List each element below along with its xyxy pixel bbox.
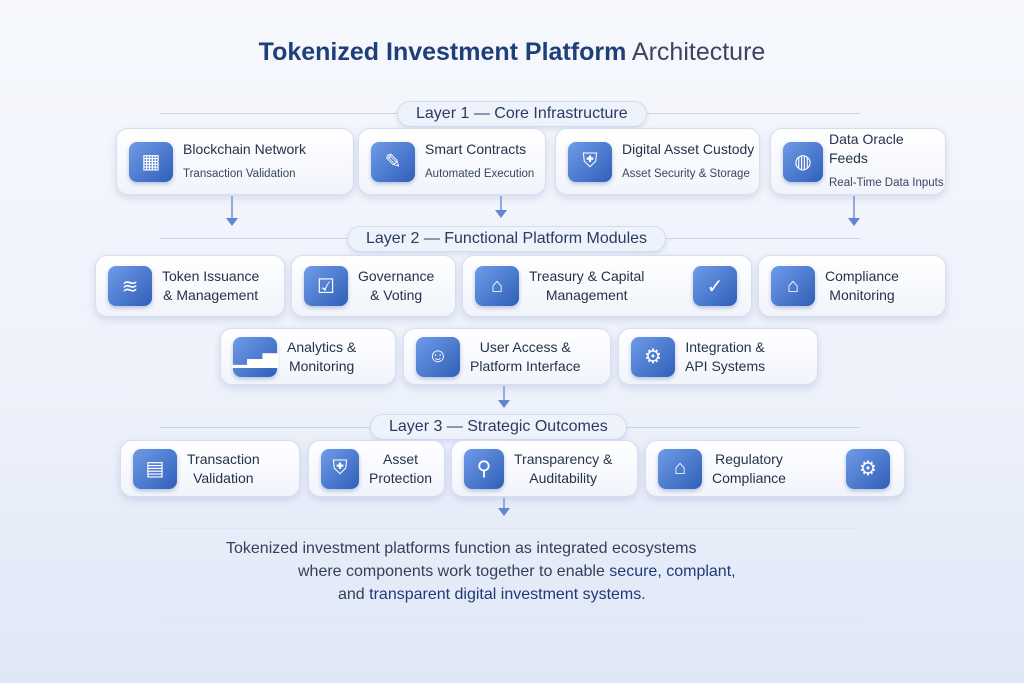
box-title: & Management — [163, 287, 259, 303]
box-title: API Systems — [685, 357, 766, 374]
layer-2-label: Layer 2 — Functional Platform Modules — [347, 226, 667, 252]
box-governance: ☑ Governance & Voting — [291, 255, 456, 317]
gear-api-icon: ⚙ — [631, 336, 675, 377]
box-title: Compliance — [712, 469, 786, 486]
box-title: Governance — [358, 268, 435, 284]
summary-text: Tokenized investment platforms function … — [160, 528, 860, 618]
bank-gear-icon: ⚙ — [846, 448, 890, 489]
box-title: Integration & — [685, 338, 765, 355]
box-title: Protection — [369, 469, 433, 486]
box-title: Token Issuance — [162, 268, 260, 284]
box-title: Asset — [383, 450, 419, 467]
box-token-issuance: ≋ Token Issuance & Management — [95, 255, 285, 317]
box-transparency: ⚲ Transparency & Auditability — [451, 440, 638, 497]
arrow-down-icon — [226, 218, 238, 226]
globe-icon: ◍ — [783, 141, 823, 182]
summary-line-3: and transparent digital investment syste… — [338, 586, 646, 603]
bank-icon: ⌂ — [475, 266, 519, 306]
box-title: Validation — [193, 469, 254, 486]
box-title: Transaction — [187, 450, 260, 467]
magnifier-icon: ⚲ — [464, 448, 504, 489]
arrow-down-icon — [498, 400, 510, 408]
contract-icon: ✎ — [371, 141, 415, 182]
coins-icon: ≋ — [108, 266, 152, 306]
box-title: Blockchain Network — [183, 140, 306, 157]
page-title: Tokenized Investment Platform Architectu… — [258, 38, 766, 66]
chart-icon: ▁▃▅ — [232, 336, 278, 377]
bank-icon: ⌂ — [658, 448, 702, 489]
summary-line-1: Tokenized investment platforms function … — [226, 540, 697, 557]
shield-lock-icon: ⛨ — [321, 448, 359, 489]
box-title: Platform Interface — [470, 357, 581, 374]
shield-check-icon: ✓ — [693, 266, 737, 306]
box-title: User Access & — [479, 338, 571, 355]
laptop-user-icon: ☺ — [416, 336, 460, 377]
box-subtitle: Real-Time Data Inputs — [829, 177, 944, 189]
box-title: & Voting — [370, 287, 423, 303]
box-title: Smart Contracts — [425, 140, 527, 157]
summary-line-2: where components work together to enable… — [298, 563, 736, 580]
box-title: Compliance — [825, 268, 899, 284]
box-title: Monitoring — [829, 287, 895, 303]
arrow-down-icon — [495, 210, 507, 218]
box-title: Data Oracle Feeds — [829, 131, 904, 166]
box-title: Transparency & — [514, 450, 613, 467]
bank-check-icon: ⌂ — [771, 266, 815, 306]
box-title: Treasury & Capital — [529, 268, 645, 284]
document-shield-icon: ▤ — [133, 448, 177, 489]
box-integration: ⚙ Integration & API Systems — [618, 328, 818, 385]
layer-3-label: Layer 3 — Strategic Outcomes — [370, 414, 627, 440]
box-title: Digital Asset Custody — [622, 140, 755, 157]
box-title: Regulatory — [715, 450, 783, 467]
box-title: Analytics & — [287, 338, 357, 355]
box-subtitle: Automated Execution — [425, 167, 535, 180]
arrow-down-icon — [498, 508, 510, 516]
box-title: Auditability — [529, 469, 597, 486]
box-title: Management — [545, 287, 628, 303]
box-analytics: ▁▃▅ Analytics & Monitoring — [220, 328, 396, 385]
box-title: Monitoring — [288, 357, 355, 374]
box-subtitle: Transaction Validation — [183, 167, 296, 180]
box-subtitle: Asset Security & Storage — [622, 167, 750, 180]
arrow-down-icon — [848, 218, 860, 226]
layer-1-label: Layer 1 — Core Infrastructure — [397, 101, 647, 127]
box-user-access: ☺ User Access & Platform Interface — [403, 328, 611, 385]
ballot-icon: ☑ — [304, 266, 348, 306]
blocks-icon: ▦ — [129, 141, 173, 182]
vault-icon: ⛨ — [568, 141, 612, 182]
